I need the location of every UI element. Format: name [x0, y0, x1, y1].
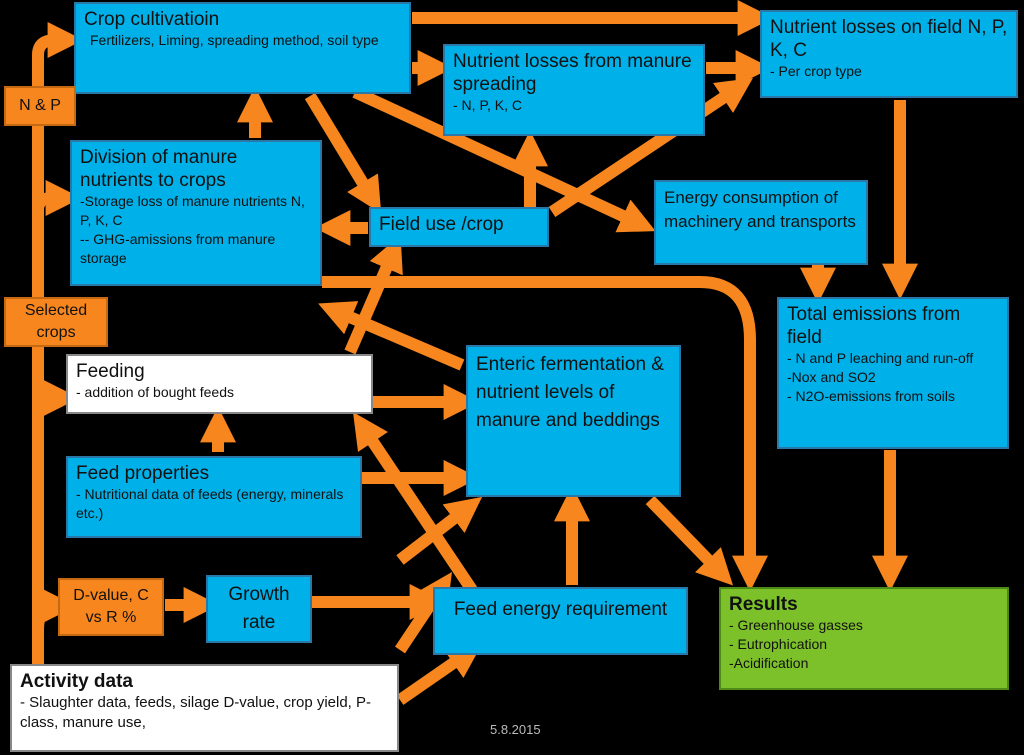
- results-box: Results - Greenhouse gasses - Eutrophica…: [719, 587, 1009, 690]
- feeding-sub: - addition of bought feeds: [76, 384, 235, 400]
- arrow-crop-to-energy: [352, 86, 656, 233]
- arrow-bus-feeding: [32, 380, 80, 416]
- d-value-text: D-value, C vs R %: [73, 587, 149, 626]
- total-emissions-item-2: -Nox and SO2: [787, 369, 876, 385]
- crop-cultivation-box: Crop cultivatioin Fertilizers, Liming, s…: [74, 2, 411, 94]
- n-p-text: N & P: [19, 97, 61, 114]
- division-manure-sub: -Storage loss of manure nutrients N, P, …: [80, 193, 305, 228]
- field-use-box: Field use /crop: [369, 207, 549, 247]
- activity-data-sub: - Slaughter data, feeds, silage D-value,…: [20, 694, 372, 731]
- footer-date: 5.8.2015: [490, 722, 541, 737]
- enteric-box: Enteric fermentation & nutrient levels o…: [466, 345, 681, 497]
- arrow-bus-crop: [32, 22, 84, 680]
- total-emissions-item-1: - N and P leaching and run-off: [787, 350, 974, 366]
- nutrient-losses-field-box: Nutrient losses on field N, P, K, C - Pe…: [760, 10, 1018, 98]
- division-manure-title: Division of manure nutrients to crops: [80, 147, 238, 191]
- feeding-box: Feeding - addition of bought feeds: [66, 354, 373, 414]
- nutrient-losses-spreading-sub: - N, P, K, C: [453, 97, 522, 113]
- enteric-title: Enteric fermentation & nutrient levels o…: [476, 354, 664, 431]
- nutrient-losses-spreading-title: Nutrient losses from manure spreading: [453, 51, 692, 95]
- energy-consumption-title: Energy consumption of machinery and tran…: [664, 188, 856, 231]
- growth-rate-box: Growth rate: [206, 575, 312, 643]
- energy-consumption-box: Energy consumption of machinery and tran…: [654, 180, 868, 265]
- total-emissions-box: Total emissions from field - N and P lea…: [777, 297, 1009, 449]
- feed-properties-title: Feed properties: [76, 463, 210, 484]
- nutrient-losses-field-title: Nutrient losses on field N, P, K, C: [770, 17, 1008, 61]
- arrow-feeding-to-fielduse: [344, 235, 403, 355]
- n-p-label: N & P: [4, 86, 76, 126]
- feed-properties-sub: - Nutritional data of feeds (energy, min…: [76, 486, 344, 521]
- arrow-bus-division: [32, 180, 82, 216]
- crop-cultivation-title: Crop cultivatioin: [84, 9, 220, 30]
- arrow-activity-to-requirement: [396, 642, 483, 705]
- d-value-label: D-value, C vs R %: [58, 578, 164, 636]
- feed-energy-title: Feed energy requirement: [453, 599, 668, 620]
- selected-crops-label: Selected crops: [4, 297, 108, 347]
- feeding-title: Feeding: [76, 361, 145, 382]
- results-item-3: -Acidification: [729, 655, 809, 671]
- activity-data-title: Activity data: [20, 671, 133, 692]
- crop-cultivation-sub: Fertilizers, Liming, spreading method, s…: [90, 32, 379, 48]
- results-title: Results: [729, 594, 798, 615]
- arrow-bus-dvalue: [32, 588, 77, 631]
- total-emissions-title: Total emissions from field: [787, 304, 961, 348]
- nutrient-losses-field-sub: - Per crop type: [770, 63, 862, 79]
- feed-energy-box: Feed energy requirement: [433, 587, 688, 655]
- field-use-title: Field use /crop: [379, 214, 504, 235]
- growth-rate-title: Growth rate: [228, 584, 290, 633]
- activity-data-box: Activity data - Slaughter data, feeds, s…: [10, 664, 399, 752]
- selected-crops-text: Selected crops: [24, 302, 88, 341]
- arrow-division-to-results: [322, 276, 768, 592]
- feed-properties-box: Feed properties - Nutritional data of fe…: [66, 456, 362, 538]
- arrow-requirement-to-feeding: [352, 412, 477, 594]
- arrow-enteric-to-results: [645, 495, 734, 586]
- division-manure-sub2: -- GHG-amissions from manure storage: [80, 231, 276, 266]
- nutrient-losses-spreading-box: Nutrient losses from manure spreading - …: [443, 44, 705, 136]
- results-item-1: - Greenhouse gasses: [729, 617, 863, 633]
- total-emissions-item-3: - N2O-emissions from soils: [787, 388, 956, 404]
- division-manure-box: Division of manure nutrients to crops -S…: [70, 140, 322, 286]
- arrow-crop-to-fielduse: [304, 92, 382, 214]
- results-item-2: - Eutrophication: [729, 636, 828, 652]
